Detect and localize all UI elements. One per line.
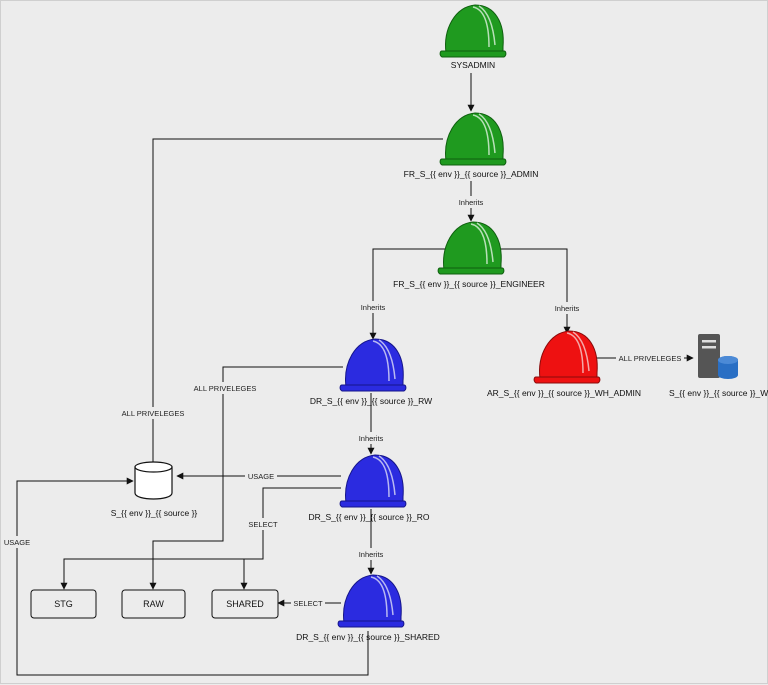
schema-box-stg[interactable]: STG xyxy=(30,589,97,619)
dr-ro-helmet-icon[interactable] xyxy=(339,454,407,508)
svg-text:Inherits: Inherits xyxy=(459,198,484,207)
edge-sharedrole-database xyxy=(16,477,369,676)
sysadmin-helmet-icon[interactable] xyxy=(439,4,507,58)
edge-rw-raw xyxy=(149,366,343,590)
svg-text:ALL PRIVELEGES: ALL PRIVELEGES xyxy=(194,384,257,393)
svg-text:ALL PRIVELEGES: ALL PRIVELEGES xyxy=(122,409,185,418)
node-fr-engineer-label: FR_S_{{ env }}_{{ source }}_ENGINEER xyxy=(393,279,545,289)
svg-text:Inherits: Inherits xyxy=(361,303,386,312)
svg-text:SELECT: SELECT xyxy=(293,599,323,608)
edge-label-select-2: SELECT xyxy=(291,597,325,609)
svg-text:Inherits: Inherits xyxy=(359,434,384,443)
dr-rw-helmet-icon[interactable] xyxy=(339,338,407,392)
dr-shared-helmet-icon[interactable] xyxy=(337,574,405,628)
node-dr-rw-label: DR_S_{{ env }}_{{ source }}_RW xyxy=(310,396,432,406)
svg-text:ALL PRIVELEGES: ALL PRIVELEGES xyxy=(619,354,682,363)
svg-text:Inherits: Inherits xyxy=(555,304,580,313)
fr-admin-helmet-icon[interactable] xyxy=(439,112,507,166)
edge-engineer-whadmin xyxy=(497,248,571,334)
svg-text:USAGE: USAGE xyxy=(4,538,30,547)
schema-box-shared[interactable]: SHARED xyxy=(211,589,279,619)
edge-label-all-privileges-3: ALL PRIVELEGES xyxy=(191,382,259,394)
edge-admin-database xyxy=(149,138,443,472)
edge-label-usage-1: USAGE xyxy=(245,470,277,482)
edge-engineer-rw xyxy=(369,248,445,340)
node-fr-admin-label: FR_S_{{ env }}_{{ source }}_ADMIN xyxy=(404,169,539,179)
edge-label-inherits-1: Inherits xyxy=(456,196,486,208)
node-ar-wh-admin-label: AR_S_{{ env }}_{{ source }}_WH_ADMIN xyxy=(487,388,641,398)
database-cylinder-icon[interactable] xyxy=(134,461,173,500)
node-database-label: S_{{ env }}_{{ source }} xyxy=(111,508,198,518)
svg-text:USAGE: USAGE xyxy=(248,472,274,481)
edge-label-inherits-4: Inherits xyxy=(356,432,386,444)
edge-label-inherits-3: Inherits xyxy=(552,302,582,314)
node-dr-ro-label: DR_S_{{ env }}_{{ source }}_RO xyxy=(309,512,430,522)
schema-stg-label: STG xyxy=(54,599,73,609)
edge-label-inherits-5: Inherits xyxy=(356,548,386,560)
schema-raw-label: RAW xyxy=(143,599,164,609)
node-warehouse-label: S_{{ env }}_{{ source }}_WH xyxy=(669,388,768,398)
edge-label-all-privileges-1: ALL PRIVELEGES xyxy=(119,407,187,419)
edge-label-inherits-2: Inherits xyxy=(358,301,388,313)
edge-label-select-1: SELECT xyxy=(246,518,280,530)
warehouse-server-icon[interactable] xyxy=(698,334,738,379)
edge-label-usage-2: USAGE xyxy=(3,536,33,548)
schema-shared-label: SHARED xyxy=(226,599,264,609)
svg-text:SELECT: SELECT xyxy=(248,520,278,529)
ar-wh-admin-helmet-icon[interactable] xyxy=(533,330,601,384)
schema-box-raw[interactable]: RAW xyxy=(121,589,186,619)
edge-label-all-privileges-2: ALL PRIVELEGES xyxy=(616,352,684,364)
fr-engineer-helmet-icon[interactable] xyxy=(437,221,505,275)
edge-ro-schemas xyxy=(60,487,341,590)
svg-text:Inherits: Inherits xyxy=(359,550,384,559)
node-sysadmin-label: SYSADMIN xyxy=(451,60,495,70)
node-dr-shared-label: DR_S_{{ env }}_{{ source }}_SHARED xyxy=(296,632,440,642)
